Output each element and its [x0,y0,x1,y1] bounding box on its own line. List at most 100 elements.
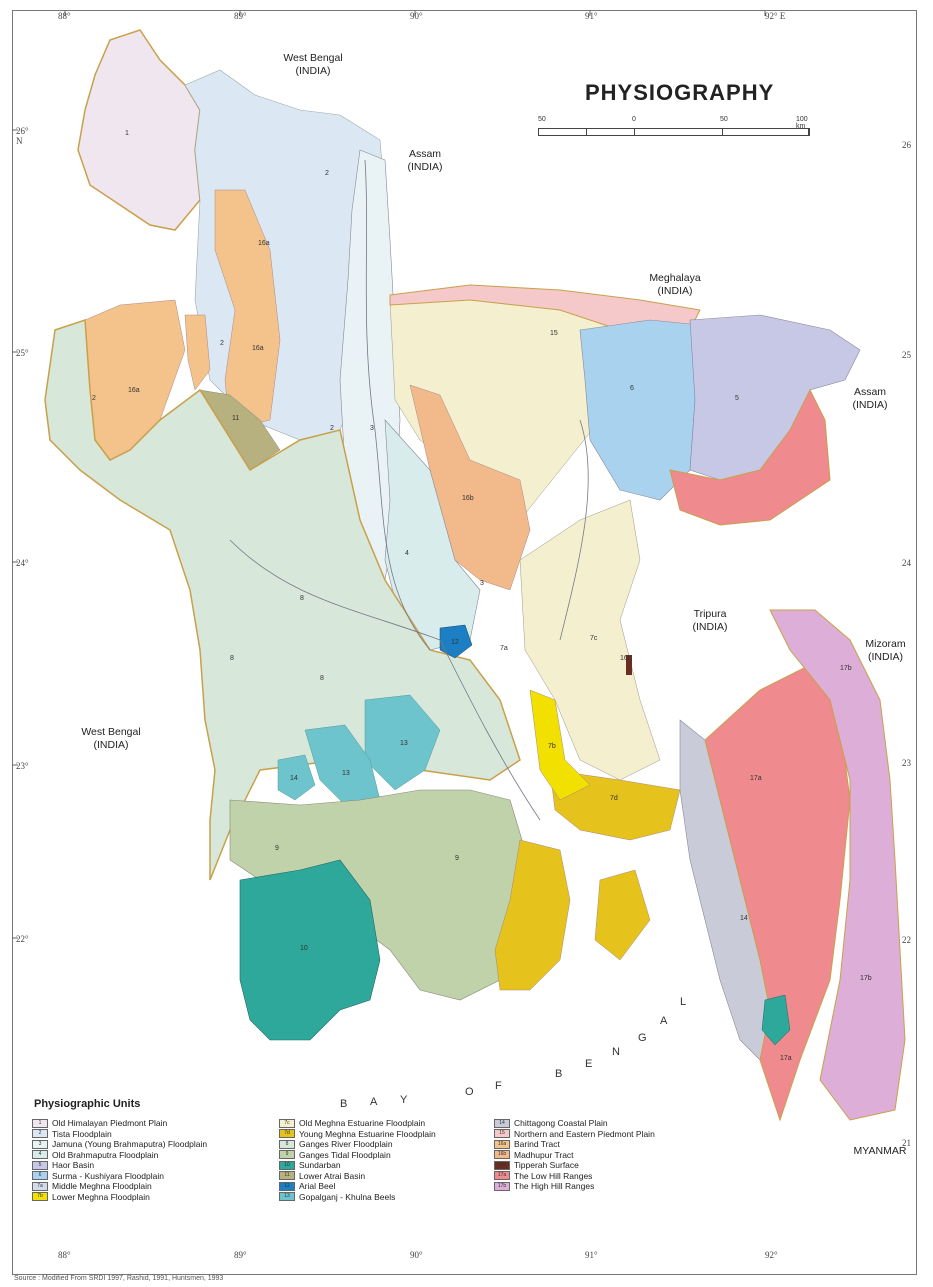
legend-swatch: 7a [32,1181,48,1191]
legend-label: Tista Floodplain [52,1128,112,1139]
bay-letter: F [495,1080,504,1092]
legend-label: Jamuna (Young Brahmaputra) Floodplain [52,1139,208,1150]
lon-tick-label: 91° [585,1250,598,1260]
unit-label: 4 [405,550,409,557]
legend-item: 5 Haor Basin [32,1160,207,1171]
unit-label: 16a [128,387,140,394]
unit-label: 13 [400,740,408,747]
unit-label: 2 [325,170,329,177]
lat-tick-label: 25 [902,350,911,360]
unit-label: 7d [610,795,618,802]
unit-label: 8 [320,675,324,682]
legend-swatch: 8 [279,1139,295,1149]
unit-10-region [239,859,381,1041]
map-title: PHYSIOGRAPHY [585,80,775,105]
unit-label: 16c [620,655,632,662]
bay-letter: N [612,1046,622,1058]
unit-label: 1 [125,130,129,137]
legend-item: 14 Chittagong Coastal Plain [494,1118,655,1129]
legend-swatch: 7c [279,1118,295,1128]
lat-tick-label: 24 [902,558,911,568]
legend-swatch: 5 [32,1160,48,1170]
unit-label: 2 [92,395,96,402]
lat-tick-label: 24° [16,558,29,568]
unit-label: 13 [342,770,350,777]
unit-label: 10 [300,945,308,952]
lon-tick-label: 92° E [765,11,786,21]
lat-tick-label: 23 [902,758,911,768]
legend-item: 8 Ganges River Floodplain [279,1139,436,1150]
lon-tick-label: 91° [585,11,598,21]
unit-label: 17a [780,1055,792,1062]
scale-label: 50 [538,116,546,123]
legend-swatch: 13 [279,1192,295,1202]
bay-letter: O [465,1086,476,1098]
unit-16a-region-small [184,314,211,391]
unit-label: 11 [232,415,239,422]
legend-swatch: 15 [494,1129,510,1139]
legend-swatch: 14 [494,1118,510,1128]
legend-swatch: 10 [279,1160,295,1170]
legend-swatch: 16a [494,1139,510,1149]
legend-label: Chittagong Coastal Plain [514,1118,608,1129]
unit-label: 9 [455,855,459,862]
legend-swatch: 6 [32,1171,48,1181]
legend-label: Sundarban [299,1160,341,1171]
unit-label: 17b [840,665,852,672]
legend-swatch: 4 [32,1150,48,1160]
legend-swatch: 12 [279,1181,295,1191]
legend-swatch: 11 [279,1171,295,1181]
scale-bar-line [538,128,810,136]
bay-letter: Y [400,1094,410,1106]
legend-label: Lower Atrai Basin [299,1170,366,1181]
lon-tick-label: 88° [58,11,71,21]
unit-label: 7b [548,743,556,750]
lon-tick-label: 89° [234,11,247,21]
unit-16c-region [626,655,632,675]
unit-label: 14 [740,915,748,922]
place-mizoram: Mizoram (INDIA) [865,638,906,663]
unit-label: 15 [550,330,558,337]
legend-item: 10 Sundarban [279,1160,436,1171]
scale-bar: 50 0 50 100 km [538,116,818,146]
unit-12-region [439,624,473,659]
legend-label: Haor Basin [52,1160,95,1171]
unit-label: 12 [451,639,459,646]
legend-swatch: 2 [32,1129,48,1139]
legend-label: Old Himalayan Piedmont Plain [52,1118,168,1129]
lat-tick-label: 22 [902,935,911,945]
legend-swatch: 17b [494,1181,510,1191]
legend-swatch: 7d [279,1129,295,1139]
unit-7d-region [494,839,571,991]
lon-tick-label: 90° [410,1250,423,1260]
legend-heading: Physiographic Units [34,1098,141,1110]
legend-item: 2 Tista Floodplain [32,1129,207,1140]
unit-17b-region [769,609,906,1121]
place-assam-east: Assam (INDIA) [852,386,888,411]
unit-label: 7c [590,635,598,642]
lon-tick-label: 90° [410,11,423,21]
unit-7c-region-east [519,499,661,781]
legend-label: Ganges River Floodplain [299,1139,393,1150]
lat-tick-label: 21 [902,1138,911,1148]
place-tripura: Tripura (INDIA) [692,608,728,633]
unit-label: 17a [750,775,762,782]
bay-letter: A [660,1015,670,1027]
graticule-ticks [12,10,766,939]
unit-label: 3 [480,580,484,587]
